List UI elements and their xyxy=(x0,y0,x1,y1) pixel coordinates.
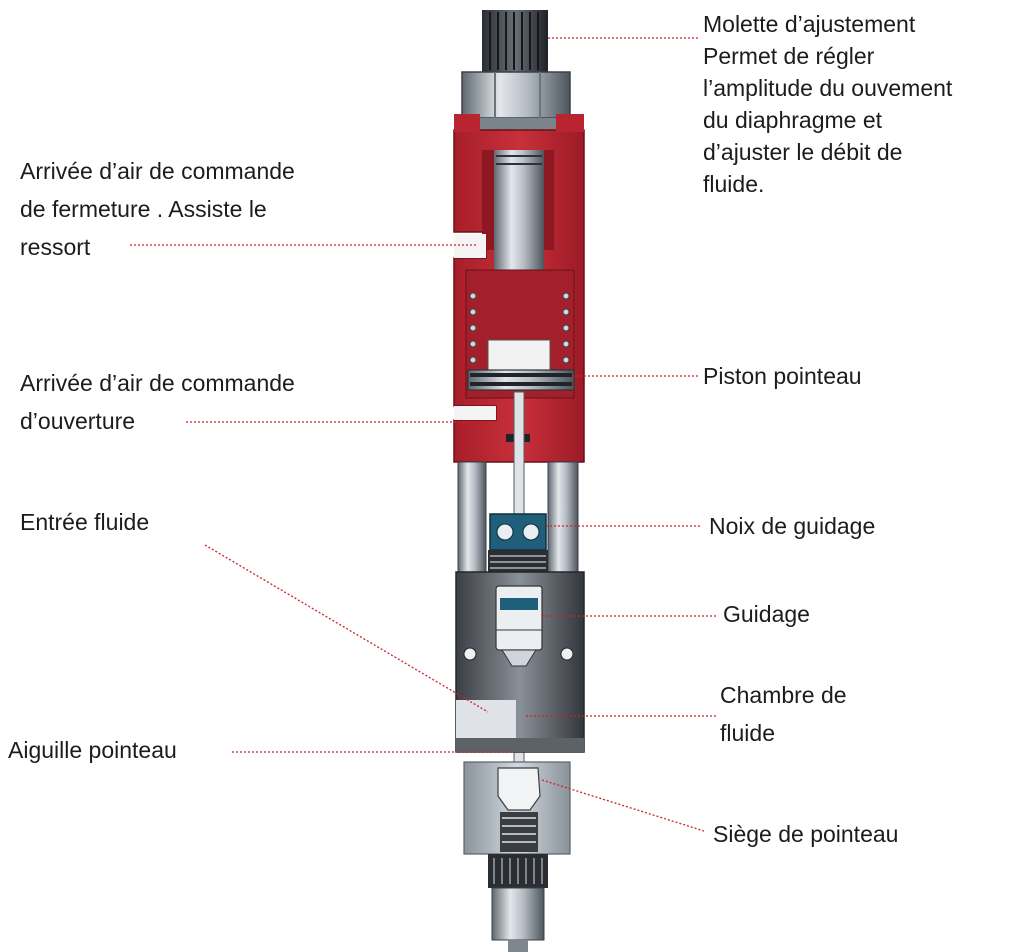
label-aiguille: Aiguille pointeau xyxy=(8,734,177,766)
label-siege-text: Siège de pointeau xyxy=(713,821,899,847)
label-aiguille-text: Aiguille pointeau xyxy=(8,737,177,763)
label-chambre-line: fluide xyxy=(720,720,775,746)
label-chambre: Chambre de fluide xyxy=(720,676,847,752)
label-entree-text: Entrée fluide xyxy=(20,509,150,535)
label-ouverture: Arrivée d’air de commande d’ouverture xyxy=(20,364,295,440)
label-ouverture-line: d’ouverture xyxy=(20,408,136,434)
guide-nut xyxy=(488,513,548,572)
label-molette-line: d’ajuster le débit de xyxy=(703,139,903,165)
outlet-fitting xyxy=(488,854,548,952)
leader-entree xyxy=(204,544,489,713)
label-guidage-text: Guidage xyxy=(723,601,810,627)
label-entree: Entrée fluide xyxy=(20,506,149,538)
label-molette-line: Permet de régler xyxy=(703,43,875,69)
label-molette-line: Molette d’ajustement xyxy=(703,11,916,37)
label-piston: Piston pointeau xyxy=(703,360,862,392)
guide-columns xyxy=(457,391,579,763)
label-chambre-line: Chambre de xyxy=(720,682,847,708)
label-piston-text: Piston pointeau xyxy=(703,363,862,389)
actuator-body xyxy=(453,114,585,463)
label-noix: Noix de guidage xyxy=(709,510,875,542)
label-noix-text: Noix de guidage xyxy=(709,513,876,539)
leader-siege xyxy=(541,779,705,832)
label-siege: Siège de pointeau xyxy=(713,818,898,850)
label-fermeture: Arrivée d’air de commande de fermeture .… xyxy=(20,152,295,266)
label-molette-line: l’amplitude du ouvement xyxy=(703,75,953,101)
label-molette-line: fluide. xyxy=(703,171,765,197)
label-molette: Molette d’ajustement Permet de régler l’… xyxy=(703,8,952,200)
adjustment-knob xyxy=(482,10,548,72)
label-fermeture-line: Arrivée d’air de commande xyxy=(20,158,295,184)
fluid-block xyxy=(455,571,585,753)
label-molette-line: du diaphragme et xyxy=(703,107,883,133)
seat-block xyxy=(463,761,571,855)
label-guidage: Guidage xyxy=(723,598,810,630)
label-fermeture-line: de fermeture . Assiste le xyxy=(20,196,267,222)
lock-nut xyxy=(461,71,571,119)
label-ouverture-line: Arrivée d’air de commande xyxy=(20,370,295,396)
label-fermeture-line: ressort xyxy=(20,234,91,260)
